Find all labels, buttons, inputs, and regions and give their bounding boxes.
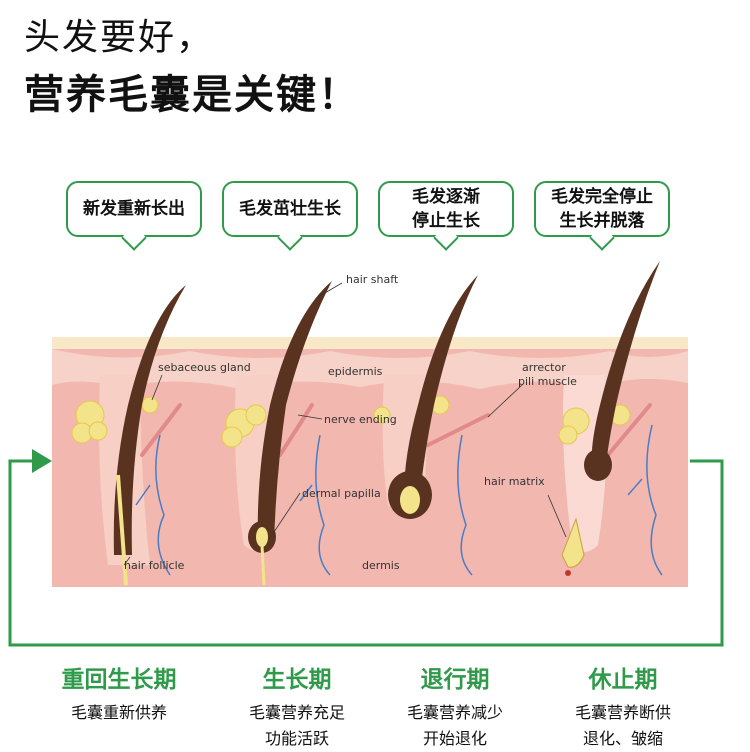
leader-line-group (123, 282, 567, 566)
hair-shaft-group (113, 261, 660, 586)
label-hair-follicle: hair follicle (124, 559, 185, 572)
label-arrector-line-2: pili muscle (518, 375, 577, 388)
stage-title-catagen: 退行期 (420, 667, 490, 693)
cycle-arrow-head-icon (32, 449, 52, 473)
label-epidermis: epidermis (328, 365, 383, 378)
label-dermal-papilla: dermal papilla (302, 487, 381, 500)
skin-surface (52, 337, 688, 349)
bubble-text: 新发重新长出 (83, 199, 185, 219)
dermal-papilla-2 (256, 527, 268, 547)
stage-desc-catagen: 毛囊营养减少 开始退化 (370, 700, 540, 752)
label-nerve-ending: nerve ending (324, 413, 397, 426)
hair-cycle-diagram: hair shaft sebaceous gland epidermis ner… (8, 261, 724, 647)
stage-desc-line-2: 功能活跃 (264, 729, 329, 748)
label-dermis: dermis (362, 559, 400, 572)
stage-bubble-anagen: 毛发茁壮生长 (222, 181, 358, 251)
stage-desc-regrowth: 毛囊重新供养 (34, 700, 204, 726)
bubble-text-line-1: 毛发完全停止 (551, 187, 653, 207)
stage-desc-line-1: 毛囊重新供养 (70, 703, 167, 722)
hair-core-2 (260, 544, 266, 586)
bubble-text-line-2: 停止生长 (412, 211, 480, 231)
detached-club-hair (561, 517, 585, 568)
bubble-text-line-1: 毛发逐渐 (412, 187, 480, 207)
stage-bubble-telogen: 毛发完全停止 生长并脱落 (534, 181, 670, 251)
stage-bubble-regrowth: 新发重新长出 (66, 181, 202, 251)
stage-desc-line-2: 开始退化 (422, 729, 487, 748)
stage-title-regrowth: 重回生长期 (61, 667, 177, 693)
stage-desc-anagen: 毛囊营养充足 功能活跃 (212, 700, 382, 752)
bubble-text: 毛发茁壮生长 (239, 199, 341, 219)
sebaceous-gland-group (71, 395, 631, 448)
header-line-2: 营养毛囊是关键！ (24, 72, 360, 118)
label-hair-matrix: hair matrix (484, 475, 545, 488)
header-line-1: 头发要好， (24, 17, 215, 58)
hair-root-dot (565, 570, 571, 576)
label-sebaceous-gland: sebaceous gland (158, 361, 251, 374)
stage-desc-line-1: 毛囊营养减少 (406, 703, 503, 722)
label-hair-shaft: hair shaft (346, 273, 399, 286)
stage-title-anagen: 生长期 (262, 667, 332, 693)
stage-desc-line-2: 退化、皱缩 (582, 729, 663, 748)
hair-core-1 (116, 474, 128, 586)
cycle-arrow-line (8, 459, 724, 647)
bubble-text-line-2: 生长并脱落 (559, 211, 645, 231)
hair-shaft-4 (591, 261, 660, 465)
label-arrector-line-1: arrector (522, 361, 566, 374)
nerve-group (135, 424, 663, 576)
bubble-tail (277, 225, 303, 251)
hair-bulb-4 (584, 449, 612, 481)
skin-epidermis (52, 349, 688, 389)
stage-desc-line-1: 毛囊营养断供 (574, 703, 671, 722)
bubble-tail (121, 225, 147, 251)
hair-shaft-2 (257, 281, 332, 545)
stage-bubble-catagen: 毛发逐渐 停止生长 (378, 181, 514, 251)
arrector-muscle-group (140, 403, 652, 457)
hair-shaft-1 (113, 285, 186, 555)
hair-shaft-3 (404, 275, 478, 495)
dermal-papilla-3 (400, 486, 420, 514)
stage-title-telogen: 休止期 (588, 667, 658, 693)
stage-desc-line-1: 毛囊营养充足 (248, 703, 345, 722)
stage-desc-telogen: 毛囊营养断供 退化、皱缩 (538, 700, 708, 752)
